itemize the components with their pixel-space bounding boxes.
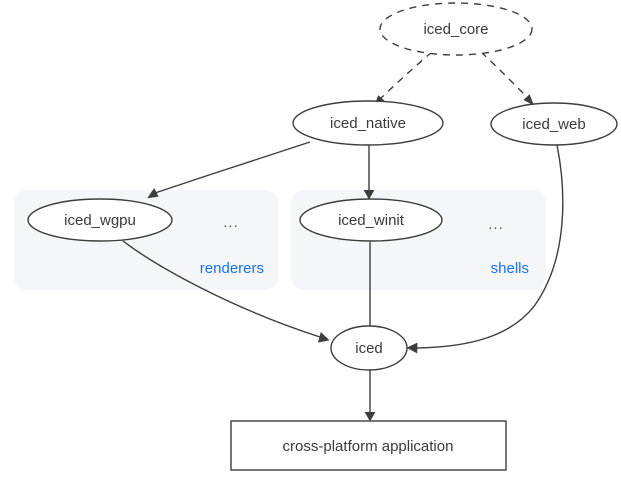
node-cross-platform-application[interactable]: cross-platform application <box>230 420 507 471</box>
iced-core-ellipse <box>379 2 533 56</box>
arrowhead-icon <box>523 94 534 106</box>
arrowhead-icon <box>364 412 376 422</box>
cluster-label-renderers: renderers <box>200 260 264 277</box>
node-iced-web[interactable]: iced_web <box>490 102 618 146</box>
arrowhead-icon <box>147 188 159 199</box>
node-label-iced-web: iced_web <box>522 116 585 133</box>
node-iced-core[interactable]: iced_core <box>379 2 533 56</box>
node-iced[interactable]: iced <box>330 325 408 371</box>
node-label-iced-winit: iced_winit <box>338 212 405 229</box>
cluster-label-shells: shells <box>491 260 529 277</box>
edge-iced-core-to-iced-native <box>374 51 433 107</box>
node-label-iced-native: iced_native <box>330 115 406 132</box>
edge-iced-web-to-iced <box>406 144 564 354</box>
node-label-iced: iced <box>355 340 383 357</box>
node-iced-native[interactable]: iced_native <box>292 100 444 146</box>
node-label-application: cross-platform application <box>283 438 454 455</box>
iced-web-ellipse <box>490 102 618 146</box>
node-iced-wgpu[interactable]: iced_wgpu <box>27 198 173 242</box>
node-iced-winit[interactable]: iced_winit <box>299 198 443 242</box>
iced-native-ellipse <box>292 100 444 146</box>
application-rect <box>230 420 507 471</box>
shells-ellipsis-label: ... <box>488 216 504 233</box>
arrowhead-icon <box>318 332 330 343</box>
node-label-iced-wgpu: iced_wgpu <box>64 212 136 229</box>
arrowhead-icon <box>363 190 375 200</box>
iced-winit-ellipse <box>299 198 443 242</box>
edge-iced-native-to-iced-winit <box>363 145 375 200</box>
edge-iced-core-to-iced-web <box>480 51 534 106</box>
edge-iced-to-application <box>364 370 376 422</box>
node-label-iced-core: iced_core <box>423 21 488 38</box>
edge-iced-native-to-iced-wgpu <box>147 141 311 199</box>
arrowhead-icon <box>406 342 418 354</box>
renderers-ellipsis-label: ... <box>223 214 239 231</box>
iced-wgpu-ellipse <box>27 198 173 242</box>
edge-iced-wgpu-to-iced <box>122 240 330 343</box>
iced-ellipse <box>330 325 408 371</box>
